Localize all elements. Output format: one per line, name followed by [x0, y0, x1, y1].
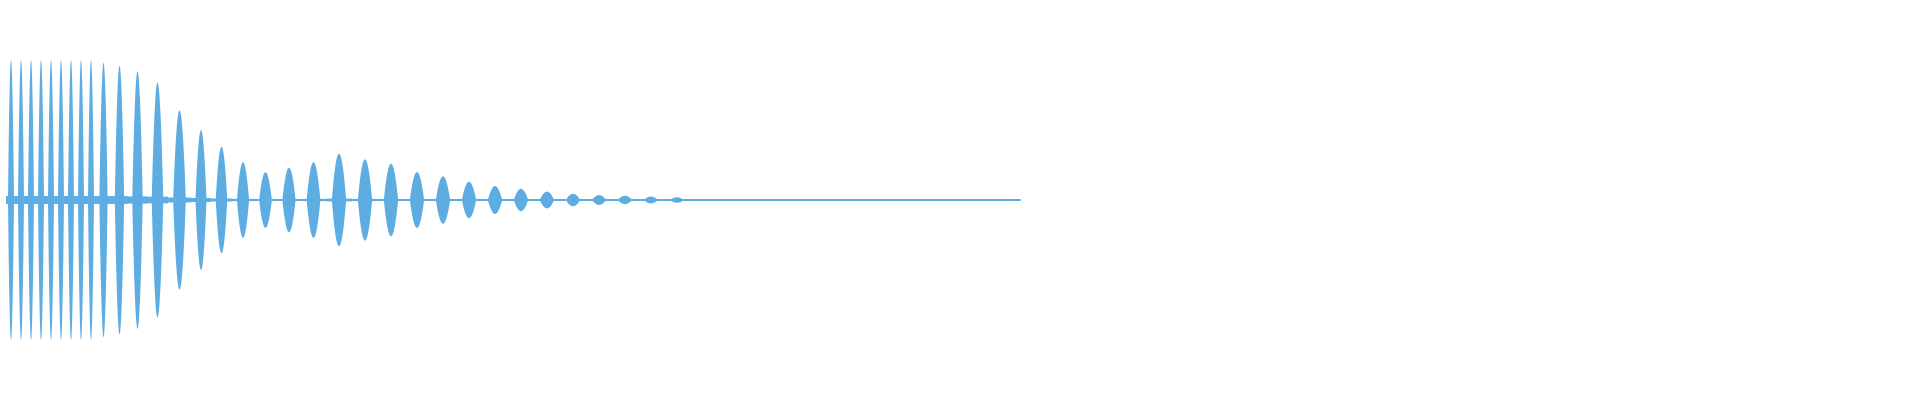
waveform-peaks	[6, 60, 690, 340]
